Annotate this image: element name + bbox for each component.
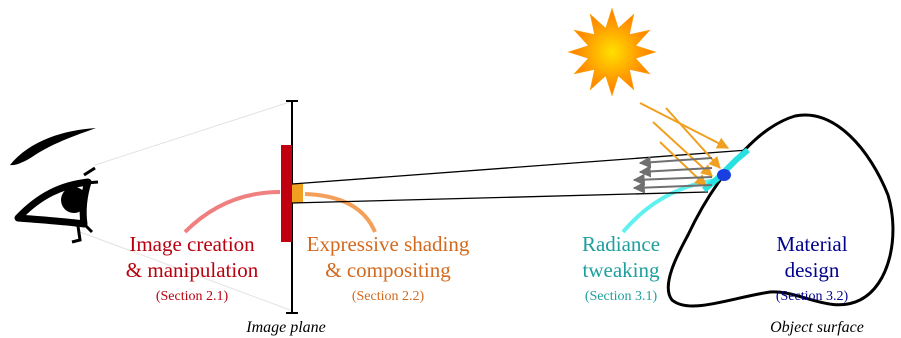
light-ray [639, 102, 730, 149]
object-surface [666, 113, 895, 308]
sun-icon [567, 7, 657, 97]
surface-point [717, 169, 731, 181]
material-design-title: Material [776, 232, 847, 256]
reflected-ray [638, 165, 713, 178]
surface-patch [702, 147, 750, 193]
projection-ray-bottom [291, 191, 709, 204]
projection-ray-top [291, 149, 749, 185]
radiance-tweaking-title: Radiance [582, 232, 660, 256]
expressive-shading-arc [304, 192, 377, 233]
reflected-ray [632, 181, 713, 194]
reflected-ray [638, 156, 713, 169]
image-creation-title: Image creation [129, 232, 255, 256]
expressive-shading-subtitle: & compositing [325, 258, 451, 282]
object-surface-label: Object surface [770, 319, 864, 336]
expressive-shading-title: Expressive shading [307, 232, 470, 256]
view-frustum-top [94, 101, 291, 166]
pixel-region [292, 184, 303, 203]
light-ray [652, 121, 713, 177]
light-ray [659, 141, 707, 187]
image-plane-label: Image plane [245, 319, 326, 336]
material-design-section: (Section 3.2) [776, 289, 849, 304]
reflected-ray [632, 173, 713, 186]
radiance-tweaking-subtitle: tweaking [583, 258, 660, 282]
radiance-tweaking-section: (Section 3.1) [585, 289, 658, 304]
image-bar [281, 145, 292, 242]
image-creation-arc [183, 190, 281, 234]
view-frustum-bottom [79, 231, 291, 311]
image-creation-section: (Section 2.1) [156, 289, 229, 304]
image-creation-subtitle: & manipulation [126, 258, 259, 282]
eye-icon [10, 128, 99, 244]
material-design-subtitle: design [785, 258, 840, 282]
expressive-shading-section: (Section 2.2) [352, 289, 425, 304]
